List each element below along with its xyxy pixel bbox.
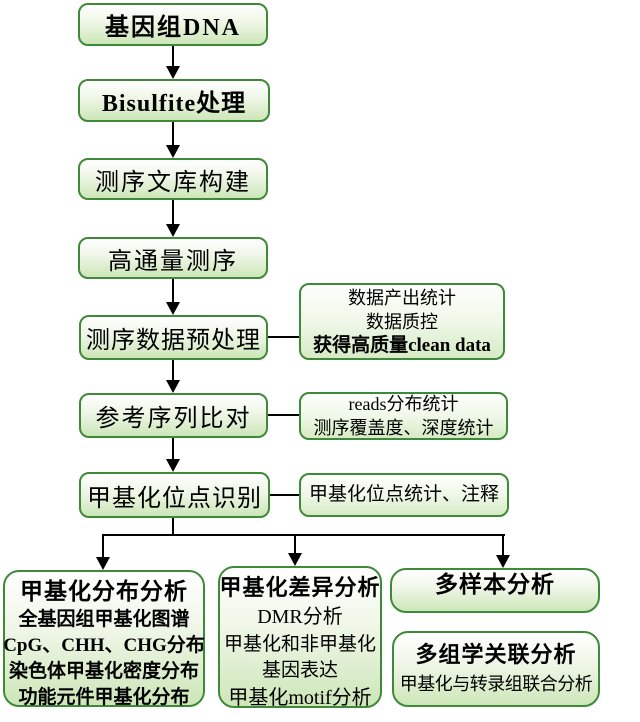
side-connector-2 xyxy=(268,414,299,416)
side-note-reads-stats: reads分布统计 测序覆盖度、深度统计 xyxy=(299,392,508,440)
side-note-qc-line-3: 获得高质量clean data xyxy=(313,334,491,356)
branch-box-multisample: 多样本分析 xyxy=(390,568,600,613)
flow-box-methylation-site-calling-label: 甲基化位点识别 xyxy=(87,485,262,512)
side-note-qc: 数据产出统计 数据质控 获得高质量clean data xyxy=(299,283,505,360)
branch-box-multisample-title: 多样本分析 xyxy=(435,572,555,597)
flow-box-bisulfite: Bisulfite处理 xyxy=(78,79,270,122)
branch-arrow-middle xyxy=(288,534,302,566)
branch-arrow-right xyxy=(496,534,510,568)
flow-box-reference-alignment-label: 参考序列比对 xyxy=(95,406,252,432)
differential-line-gene-expression: 基因表达 xyxy=(261,660,338,681)
side-note-reads-stats-line-1: reads分布统计 xyxy=(348,394,459,414)
branch-box-methylation-differential: 甲基化差异分析 DMR分析 甲基化和非甲基化 基因表达 甲基化motif分析 xyxy=(218,566,382,709)
flow-box-reference-alignment: 参考序列比对 xyxy=(79,393,268,438)
branch-box-multiomics-title: 多组学关联分析 xyxy=(415,642,577,667)
branch-stub-line xyxy=(172,518,174,535)
side-note-qc-line-2: 数据质控 xyxy=(366,311,438,332)
side-note-site-annotation-line-1: 甲基化位点统计、注释 xyxy=(308,484,499,505)
flow-box-library-construction: 测序文库构建 xyxy=(78,158,268,200)
side-connector-3 xyxy=(270,494,299,496)
flow-box-genomic-dna: 基因组DNA xyxy=(78,3,268,46)
branch-horizontal-line xyxy=(102,534,505,536)
side-connector-1 xyxy=(268,336,299,338)
distribution-line-genome-map: 全基因组甲基化图谱 xyxy=(18,609,190,630)
branch-box-multiomics: 多组学关联分析 甲基化与转录组联合分析 xyxy=(392,631,600,707)
flow-box-highthroughput-sequencing: 高通量测序 xyxy=(78,237,268,279)
branch-box-methylation-differential-title: 甲基化差异分析 xyxy=(219,575,381,600)
distribution-line-chromosome-density: 染色体甲基化密度分布 xyxy=(8,661,199,682)
branch-box-methylation-distribution-title: 甲基化分布分析 xyxy=(20,579,188,604)
flow-box-bisulfite-label: Bisulfite处理 xyxy=(101,91,247,117)
differential-line-dmr: DMR分析 xyxy=(257,606,343,628)
flow-box-library-construction-label: 测序文库构建 xyxy=(95,169,251,196)
side-note-reads-stats-line-2: 测序覆盖度、深度统计 xyxy=(313,418,494,438)
down-arrow-6 xyxy=(166,438,180,472)
branch-arrow-left xyxy=(96,534,110,570)
side-note-site-annotation: 甲基化位点统计、注释 xyxy=(299,473,509,517)
flow-box-data-preprocessing-label: 测序数据预处理 xyxy=(86,328,261,354)
down-arrow-2 xyxy=(166,122,180,158)
distribution-line-context: CpG、CHH、CHG分布 xyxy=(3,635,205,656)
flow-box-data-preprocessing: 测序数据预处理 xyxy=(79,315,268,360)
down-arrow-4 xyxy=(166,279,180,315)
flow-box-highthroughput-sequencing-label: 高通量测序 xyxy=(108,248,238,275)
differential-line-motif: 甲基化motif分析 xyxy=(228,687,372,709)
down-arrow-1 xyxy=(166,46,180,79)
multiomics-line-transcriptome: 甲基化与转录组联合分析 xyxy=(399,674,593,694)
differential-line-meth-unmeth: 甲基化和非甲基化 xyxy=(223,634,376,655)
flow-box-genomic-dna-label: 基因组DNA xyxy=(105,15,241,41)
distribution-line-functional-elements: 功能元件甲基化分布 xyxy=(18,687,190,708)
down-arrow-5 xyxy=(166,360,180,393)
side-note-qc-line-1: 数据产出统计 xyxy=(348,287,456,308)
flow-box-methylation-site-calling: 甲基化位点识别 xyxy=(79,472,270,518)
down-arrow-3 xyxy=(166,200,180,237)
branch-box-methylation-distribution: 甲基化分布分析 全基因组甲基化图谱 CpG、CHH、CHG分布 染色体甲基化密度… xyxy=(3,570,205,708)
